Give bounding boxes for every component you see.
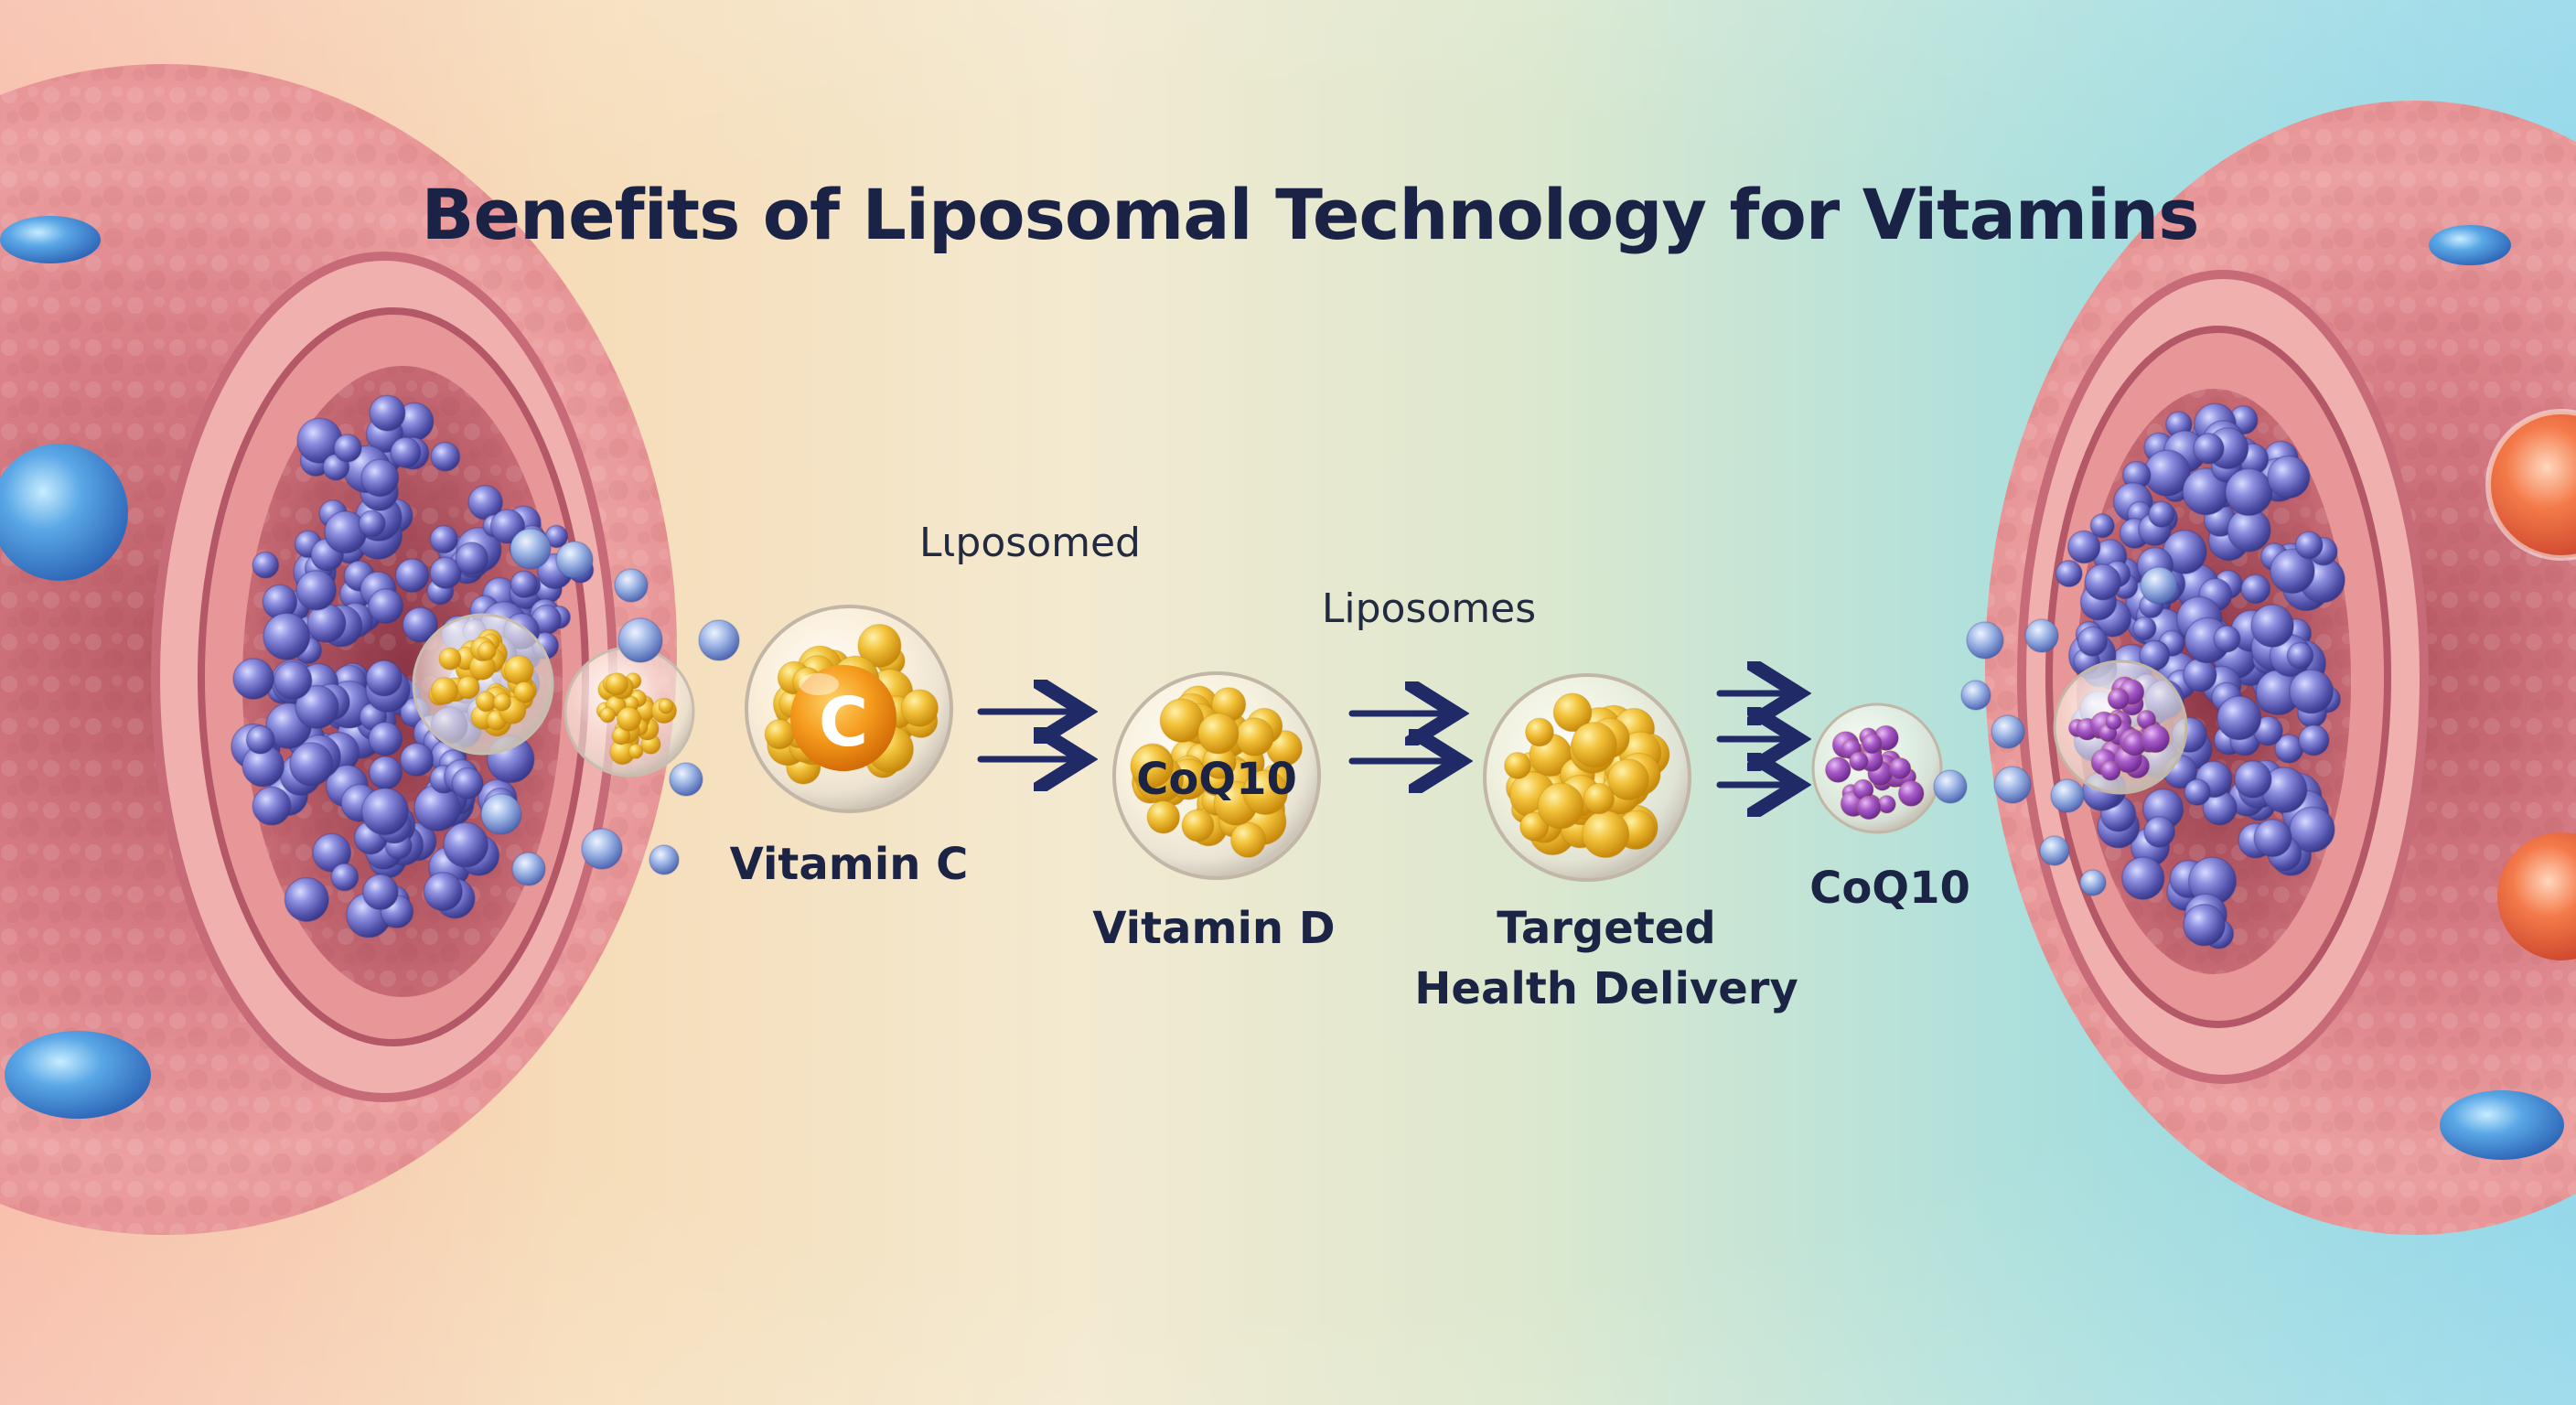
label-liposomes: Liposomes [1321, 585, 1537, 632]
label-liposomed: Lιposomed [919, 520, 1141, 566]
coq10-ball-text: CoQ10 [1136, 754, 1297, 805]
small-gold-liposome-right [564, 646, 695, 778]
label-targeted-line2: Health Delivery [1414, 963, 1798, 1014]
label-coq10: CoQ10 [1809, 863, 1970, 914]
label-targeted-line1: Targeted [1497, 903, 1716, 954]
left-vesicle-cluster [231, 394, 595, 938]
small-gold-liposome-left [412, 613, 554, 756]
nutrient-liposome-icon [1483, 673, 1691, 882]
purple-liposome-icon [1811, 702, 1943, 834]
vitamin-c-letter: C [818, 683, 869, 762]
label-targeted-health-delivery: Targeted Health Delivery [1414, 898, 1798, 1019]
arrow-group-1 [977, 712, 1072, 759]
label-vitamin-d: Vitamin D [1092, 903, 1336, 954]
floating-bubbles [480, 528, 2178, 896]
vitamin-c-liposome-icon [745, 605, 953, 813]
purple-liposome-entering-icon [2053, 660, 2188, 795]
arrow-group-2 [1348, 713, 1447, 761]
coq10-liposome-icon [1112, 671, 1321, 880]
label-vitamin-c: Vitamin C [729, 839, 969, 890]
diagram-title: Benefits of Liposomal Technology for Vit… [421, 174, 2200, 255]
arrow-group-3 [1716, 693, 1786, 785]
